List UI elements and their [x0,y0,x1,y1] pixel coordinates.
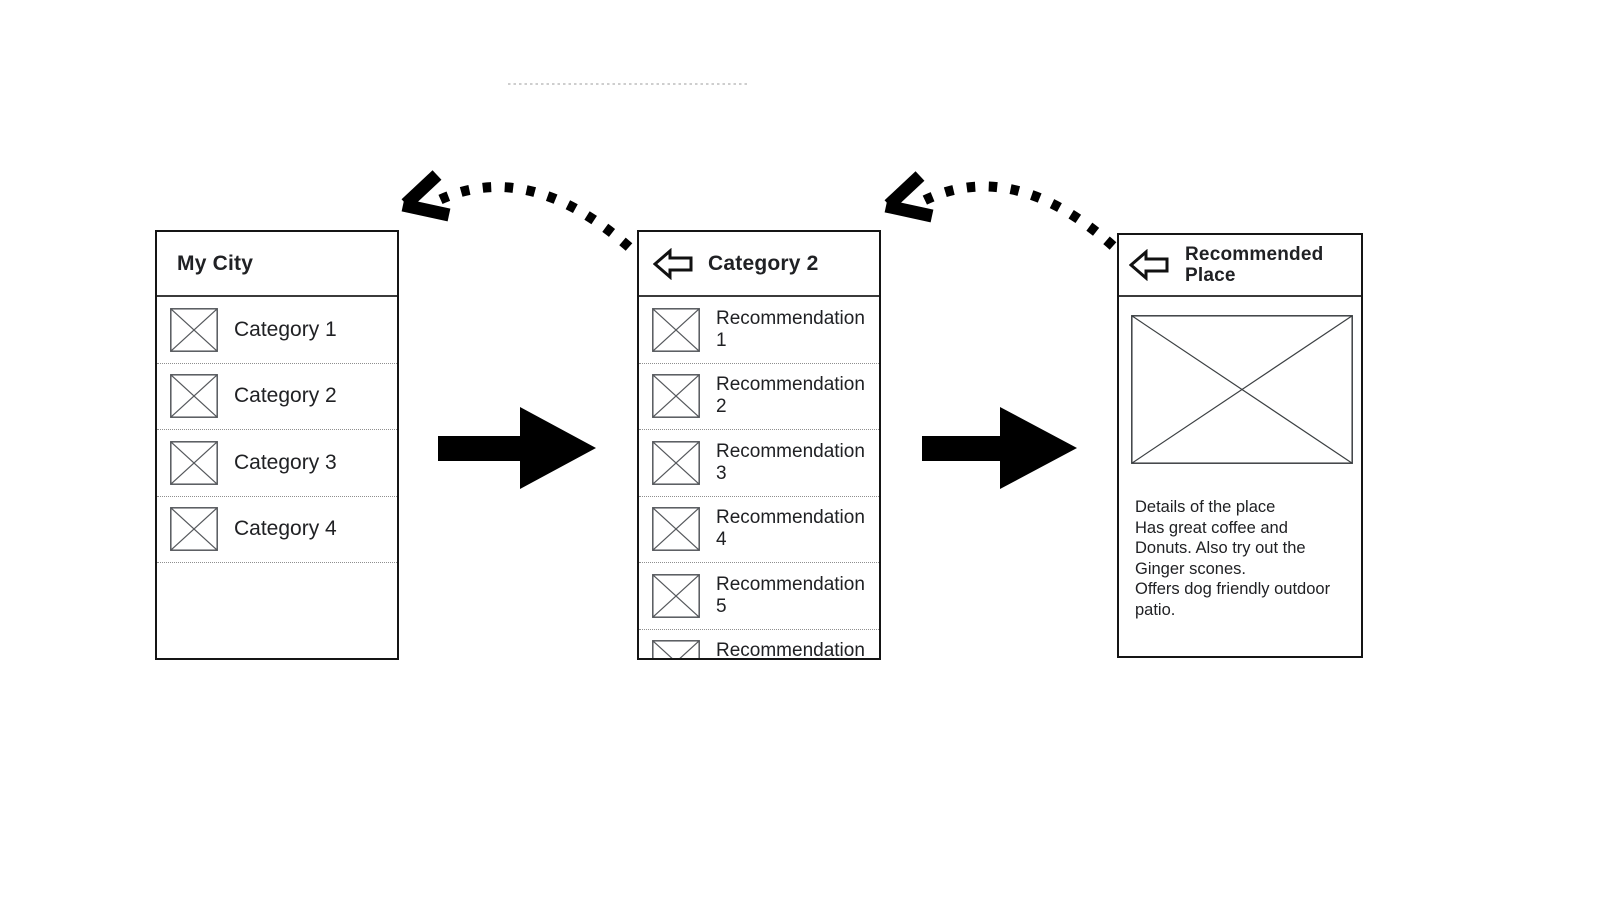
list-item-category-1[interactable]: Category 1 [157,297,397,364]
image-placeholder-icon [652,507,700,552]
screen-title: Recommended Place [1185,244,1324,286]
place-image-placeholder [1131,315,1361,464]
details-line: Has great coffee and [1135,518,1288,537]
image-placeholder-icon [652,573,700,618]
place-details-text: Details of the place Has great coffee an… [1135,497,1347,620]
list-item-recommendation-6[interactable]: Recommendation 6 [639,630,879,660]
list-item-label: Recommendation 6 [716,640,865,660]
list-item-label: Category 3 [234,450,337,474]
details-line: Offers dog friendly outdoor [1135,580,1331,598]
list-item-category-2[interactable]: Category 2 [157,364,397,430]
list-item-recommendation-3[interactable]: Recommendation 3 [639,430,879,497]
image-placeholder-icon [652,307,700,352]
list-item-recommendation-1[interactable]: Recommendation 1 [639,297,879,364]
image-placeholder-icon [170,374,218,419]
list-item-label: Recommendation 3 [716,440,865,484]
list-item-label: Category 1 [234,317,337,341]
list-item-recommendation-2[interactable]: Recommendation 2 [639,364,879,430]
list-item-label: Category 2 [234,384,337,408]
details-line: patio. [1135,600,1176,619]
recommendation-list: Recommendation 1 Recommendation 2 Recomm… [639,297,879,660]
list-item-recommendation-5[interactable]: Recommendation 5 [639,563,879,630]
list-item-label: Category 4 [234,517,337,541]
screen-header: Category 2 [639,232,879,297]
list-item-category-4[interactable]: Category 4 [157,497,397,563]
screen-category-2: Category 2 Recommendation 1 Recommendati… [637,230,881,660]
screen-header: My City [157,232,397,297]
list-item-label: Recommendation 5 [716,573,865,617]
details-line: Ginger scones. [1135,559,1246,578]
details-line: Details of the place [1135,498,1276,516]
image-placeholder-icon [170,307,218,352]
image-placeholder-icon [170,507,218,552]
back-nav-dotted-arrow [401,170,633,251]
list-item-recommendation-4[interactable]: Recommendation 4 [639,497,879,563]
image-placeholder-icon [170,440,218,485]
category-list: Category 1 Category 2 Category 3 Categor… [157,297,397,563]
screen-recommended-place: Recommended Place Details of the place H… [1117,233,1363,658]
back-nav-dotted-arrow [884,171,1117,250]
back-arrow-icon[interactable] [653,247,693,280]
image-placeholder-icon [652,374,700,419]
image-placeholder-icon [652,640,700,658]
list-item-label: Recommendation 1 [716,307,865,351]
screen-header: Recommended Place [1119,235,1361,297]
list-item-label: Recommendation 2 [716,374,865,418]
details-line: Donuts. Also try out the [1135,539,1306,557]
list-item-category-3[interactable]: Category 3 [157,430,397,497]
forward-arrow-icon [922,407,1077,489]
image-placeholder-icon [652,440,700,485]
screen-title: My City [177,251,254,275]
list-item-label: Recommendation 4 [716,507,865,551]
screen-my-city: My City Category 1 Category 2 Category 3 [155,230,399,660]
forward-arrow-icon [438,407,596,489]
screen-title: Category 2 [708,251,819,275]
back-arrow-icon[interactable] [1129,249,1169,281]
